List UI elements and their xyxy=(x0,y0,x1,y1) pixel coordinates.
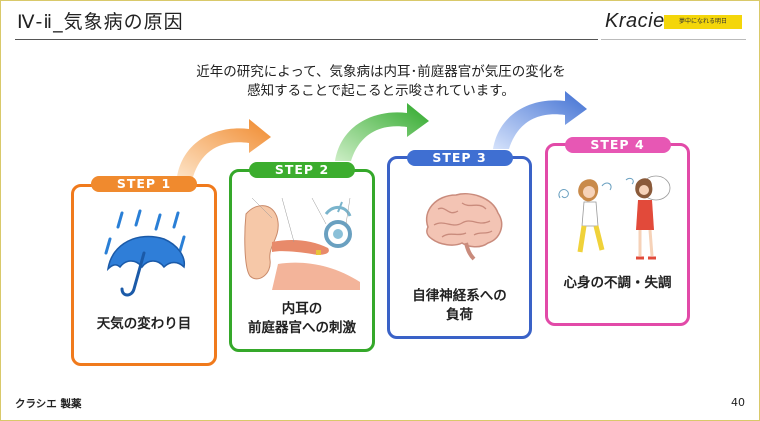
intro-line-1: 近年の研究によって、気象病は内耳･前庭器官が気圧の変化を xyxy=(196,64,566,80)
step-1-label-line-1: 天気の変わり目 xyxy=(96,316,192,332)
step-4-label: 心身の不調・失調 xyxy=(548,274,687,293)
step-4-label-line-1: 心身の不調・失調 xyxy=(563,275,672,291)
intro-text: 近年の研究によって、気象病は内耳･前庭器官が気圧の変化を 感知することで起こると… xyxy=(111,63,651,101)
step-4-card: STEP 4 心身の不調・失調 xyxy=(545,137,690,326)
orange-curved-arrow-icon xyxy=(177,119,271,177)
step-2-card: STEP 2 内耳の 前庭器官への刺激 xyxy=(229,162,375,352)
step-1-card: STEP 1 天気の変わり目 xyxy=(71,176,217,366)
company-logo: クラシエ 製薬 xyxy=(15,398,82,410)
blue-curved-arrow-icon xyxy=(493,91,587,149)
title-divider xyxy=(15,39,598,40)
step-3-badge: STEP 3 xyxy=(406,150,513,166)
step-3-label: 自律神経系への 負荷 xyxy=(390,287,529,325)
green-curved-arrow-icon xyxy=(335,103,429,161)
dizzy-people-illustration xyxy=(558,175,671,260)
page-number: 40 xyxy=(731,396,745,409)
inner-ear-diagram xyxy=(242,194,366,290)
brand-tagline: 夢中になれる明日 xyxy=(664,15,742,29)
intro-line-2: 感知することで起こると示唆されています。 xyxy=(247,83,515,99)
step-3-card: STEP 3 自律神経系への 負荷 xyxy=(387,150,532,339)
step-3-label-line-1: 自律神経系への xyxy=(412,288,507,304)
brand-logo: Kracie xyxy=(605,10,665,32)
step-1-label: 天気の変わり目 xyxy=(74,315,214,334)
brand-divider xyxy=(601,39,746,40)
step-4-badge: STEP 4 xyxy=(564,137,671,153)
step-2-label: 内耳の 前庭器官への刺激 xyxy=(232,300,372,338)
step-2-label-line-2: 前庭器官への刺激 xyxy=(248,320,356,336)
umbrella-rain-icon xyxy=(104,209,186,297)
page-title: Ⅳ-ⅱ_気象病の原因 xyxy=(17,11,184,33)
step-2-badge: STEP 2 xyxy=(249,162,355,178)
step-2-label-line-1: 内耳の xyxy=(281,301,323,317)
step-1-badge: STEP 1 xyxy=(91,176,197,192)
step-3-label-line-2: 負荷 xyxy=(446,307,473,323)
brain-icon xyxy=(425,193,503,261)
